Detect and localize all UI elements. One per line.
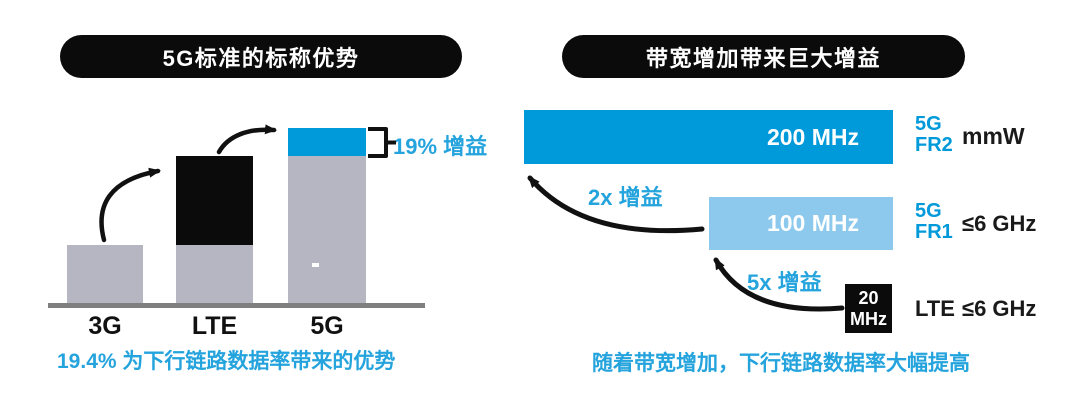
left-panel-title-pill: 5G标准的标称优势 [60, 35, 462, 78]
label-5g-fr1-tech: 5G [915, 200, 942, 222]
label-sub6ghz-lte: ≤6 GHz [962, 296, 1037, 321]
gain-annotation-5x: 5x 增益 [747, 270, 822, 295]
gain-bracket [368, 127, 396, 158]
bar-200mhz: 200 MHz [524, 110, 893, 164]
bar-5g-gray-segment [288, 156, 366, 303]
bar-lte-gray-segment [176, 245, 253, 303]
right-panel-caption: 随着带宽增加，下行链路数据率大幅提高 [592, 352, 970, 375]
bar-20mhz-value: 20 [858, 287, 879, 308]
bar-lte-black-segment [176, 156, 253, 245]
bar-3g [67, 245, 143, 303]
bar-20mhz-unit: MHz [850, 308, 887, 329]
label-5g-fr2-band: FR2 [915, 134, 953, 156]
growth-arrow-3g-to-lte [99, 167, 161, 243]
bar-100mhz: 100 MHz [709, 197, 893, 250]
bar-20mhz: 20 MHz [845, 284, 892, 333]
label-mmw: mmW [962, 123, 1025, 149]
right-panel-title-pill: 带宽增加带来巨大增益 [562, 35, 965, 78]
label-5g-fr1-band: FR1 [915, 221, 953, 243]
bar-5g-blue-gain-segment [288, 128, 366, 156]
bar-highlight-dash [312, 263, 319, 267]
left-panel-caption: 19.4% 为下行链路数据率带来的优势 [57, 350, 396, 373]
growth-arrow-lte-to-5g [216, 124, 277, 155]
gain-annotation-2x: 2x 增益 [588, 185, 663, 210]
bar-200mhz-label: 200 MHz [766, 123, 859, 150]
gain-annotation-19pct: 19% 增益 [393, 134, 488, 159]
label-sub6ghz-fr1: ≤6 GHz [962, 211, 1037, 236]
left-chart-baseline [48, 303, 425, 308]
axis-label-3g: 3G [88, 312, 122, 340]
label-lte: LTE [915, 296, 955, 321]
label-5g-fr2-tech: 5G [915, 113, 942, 135]
label-5g-fr1: 5G FR1 [915, 201, 953, 243]
left-panel-title: 5G标准的标称优势 [162, 45, 360, 71]
axis-label-5g: 5G [310, 312, 344, 340]
bar-100mhz-label: 100 MHz [766, 210, 859, 236]
right-panel-title: 带宽增加带来巨大增益 [645, 45, 881, 71]
label-5g-fr2: 5G FR2 [915, 114, 953, 156]
axis-label-lte: LTE [191, 312, 238, 340]
